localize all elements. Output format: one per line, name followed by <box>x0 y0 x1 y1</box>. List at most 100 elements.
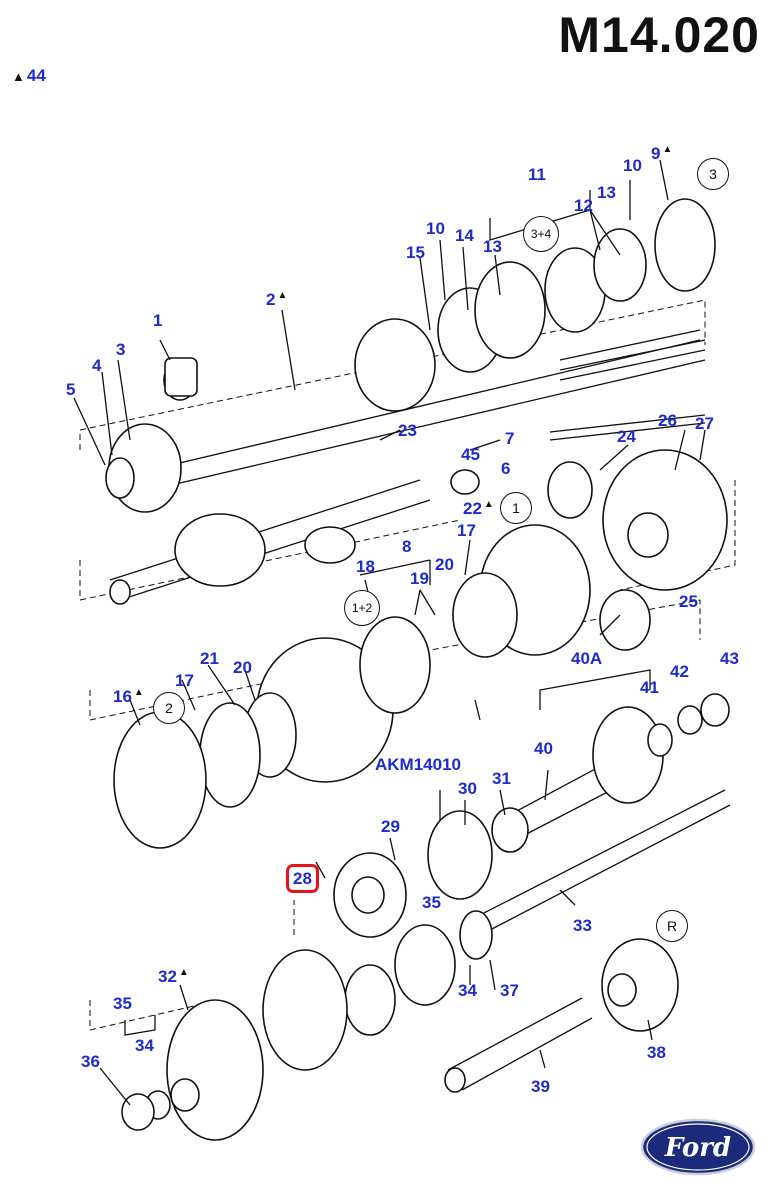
part-label-41: 41 <box>640 678 659 697</box>
part-label-12: 12 <box>574 196 593 215</box>
part-label-45: 45 <box>461 445 480 464</box>
group-marker-reverse: R <box>656 910 688 942</box>
part-label-36: 36 <box>81 1052 100 1071</box>
triangle-marker-icon: ▲ <box>12 69 25 84</box>
gear-32-mid <box>262 949 348 1071</box>
flange-40 <box>592 706 664 804</box>
part-label-21: 21 <box>200 649 219 668</box>
part-label-42: 42 <box>670 662 689 681</box>
part-label-27: 27 <box>695 414 714 433</box>
mainshaft-splines <box>559 329 706 381</box>
part-label-40: 40 <box>534 739 553 758</box>
group-marker-3: 3 <box>697 158 729 190</box>
part-label-15: 15 <box>406 243 425 262</box>
group-marker-3-4: 3+4 <box>523 216 559 252</box>
part-label-18: 18 <box>356 557 375 576</box>
part-label-20-upper: 20 <box>435 555 454 574</box>
part-label-9: 9▲ <box>651 145 672 162</box>
gear-16 <box>113 711 207 849</box>
part-label-24: 24 <box>617 427 636 446</box>
nut-43 <box>700 693 730 727</box>
triangle-marker-icon: ▲ <box>662 144 673 156</box>
part-label-10-right: 10 <box>623 156 642 175</box>
part-label-37: 37 <box>500 981 519 1000</box>
part-label-28-highlighted[interactable]: 28 <box>286 864 319 893</box>
reverse-gear-38 <box>601 938 679 1032</box>
part-24 <box>547 461 593 519</box>
part-label-35-left: 35 <box>113 994 132 1013</box>
part-label-14: 14 <box>455 226 474 245</box>
label-text: 22 <box>463 499 482 518</box>
part-label-3: 3 <box>116 340 126 359</box>
triangle-marker-icon: ▲ <box>133 687 144 699</box>
part-label-30: 30 <box>458 779 477 798</box>
snap-ring-45 <box>450 469 480 495</box>
part-label-10-left: 10 <box>426 219 445 238</box>
part-18 <box>304 526 356 564</box>
note-reference: ▲44 <box>12 66 46 86</box>
part-label-26: 26 <box>658 411 677 430</box>
part-label-5: 5 <box>66 380 76 399</box>
part-label-34-left: 34 <box>135 1036 154 1055</box>
triangle-marker-icon: ▲ <box>483 499 494 511</box>
housing-27 <box>602 449 728 591</box>
part-31 <box>491 807 529 853</box>
label-text: 32 <box>158 967 177 986</box>
group-marker-1-2: 1+2 <box>344 590 380 626</box>
cluster-gear-32 <box>166 999 264 1141</box>
part-label-13-right: 13 <box>597 183 616 202</box>
synchro-17 <box>452 572 518 658</box>
part-label-39: 39 <box>531 1077 550 1096</box>
part-label-43: 43 <box>720 649 739 668</box>
pinion-gear <box>174 513 266 587</box>
part-label-32: 32▲ <box>158 968 189 985</box>
part-label-20-lower: 20 <box>233 658 252 677</box>
part-label-25: 25 <box>679 592 698 611</box>
diagram-title: M14.020 <box>558 7 760 63</box>
label-text: 9 <box>651 144 661 163</box>
ford-logo-icon: Ford <box>640 1118 756 1176</box>
washer-36 <box>121 1093 155 1131</box>
part-label-17-upper: 17 <box>457 521 476 540</box>
label-text: 16 <box>113 687 132 706</box>
part-label-1: 1 <box>153 311 163 330</box>
synchro-ring-17 <box>199 702 261 808</box>
triangle-marker-icon: ▲ <box>277 290 288 302</box>
part-label-34-right: 34 <box>458 981 477 1000</box>
part-label-17-lower: 17 <box>175 671 194 690</box>
reverse-shaft-39 <box>444 1067 466 1093</box>
washer-37 <box>459 910 493 960</box>
gear-top-left <box>354 318 436 412</box>
group-marker-1: 1 <box>500 492 532 524</box>
part-label-16: 16▲ <box>113 688 144 705</box>
part-label-13-left: 13 <box>483 237 502 256</box>
gear-30 <box>427 810 493 900</box>
part-label-23: 23 <box>398 421 417 440</box>
part-label-7: 7 <box>505 429 515 448</box>
part-label-4: 4 <box>92 356 102 375</box>
part-label-33: 33 <box>573 916 592 935</box>
part-label-29: 29 <box>381 817 400 836</box>
ring-26 <box>627 512 669 558</box>
part-label-11: 11 <box>528 165 546 184</box>
part-label-31: 31 <box>492 769 511 788</box>
synchro-hub-3-4 <box>474 261 546 359</box>
gear-9 <box>654 198 716 292</box>
group-marker-2: 2 <box>153 692 185 724</box>
triangle-marker-icon: ▲ <box>178 967 189 979</box>
part-label-6: 6 <box>501 459 511 478</box>
label-text: 2 <box>266 290 276 309</box>
part-label-40A: 40A <box>571 649 603 668</box>
part-label-22: 22▲ <box>463 500 494 517</box>
part-label-8: 8 <box>402 537 412 556</box>
part-label-35-right: 35 <box>422 893 441 912</box>
part-label-akm14010: AKM14010 <box>375 755 461 774</box>
part-label-2: 2▲ <box>266 291 287 308</box>
bearing-25 <box>599 589 651 651</box>
synchro-hub-1-2 <box>359 616 431 714</box>
note-number: 44 <box>26 66 46 85</box>
logo-text: Ford <box>664 1133 731 1163</box>
part-label-38: 38 <box>647 1043 666 1062</box>
part-label-19: 19 <box>410 569 429 588</box>
